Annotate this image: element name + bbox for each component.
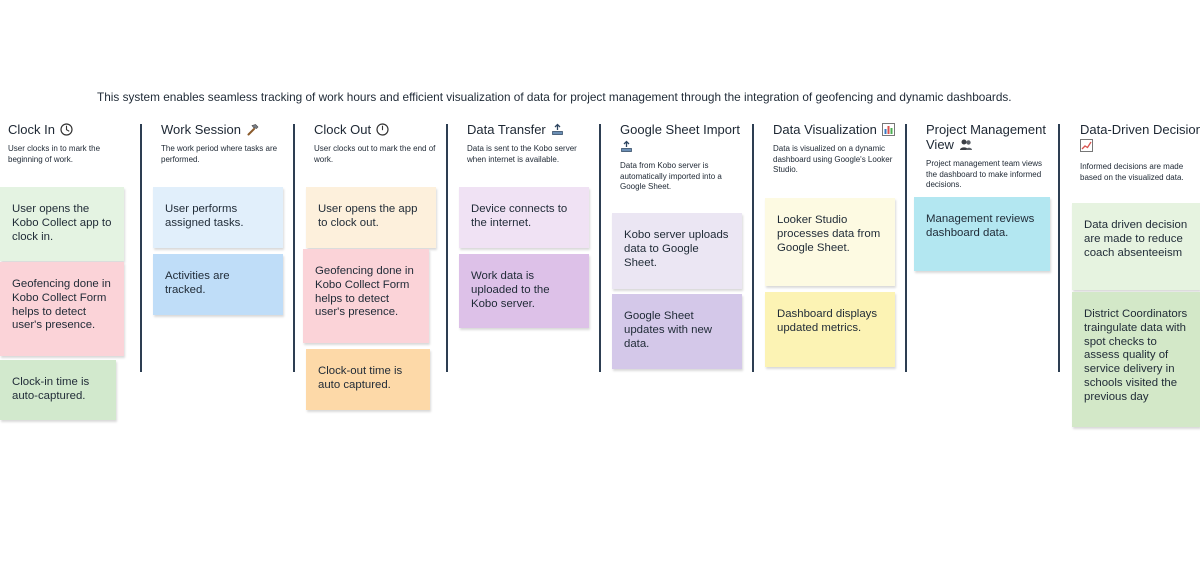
column-project-management-view: Project Management View Project manageme… <box>926 122 1054 191</box>
hammer-icon <box>246 123 259 139</box>
bar-chart-icon <box>881 123 895 139</box>
column-divider <box>599 124 601 372</box>
sticky-note: Work data is uploaded to the Kobo server… <box>459 254 589 328</box>
column-description: Data from Kobo server is automatically i… <box>620 161 722 191</box>
column-data-visualization: Data Visualization Data is visualized on… <box>773 122 901 176</box>
sticky-note: Data driven decision are made to reduce … <box>1072 203 1200 290</box>
trend-chart-icon <box>1080 139 1200 157</box>
column-divider <box>1058 124 1060 372</box>
column-data-driven-decisions: Data-Driven Decisions Informed decisions… <box>1080 122 1200 183</box>
column-description: User clocks out to mark the end of work. <box>314 144 436 164</box>
column-divider <box>752 124 754 372</box>
people-icon <box>959 138 973 154</box>
sticky-note: Looker Studio processes data from Google… <box>765 198 895 286</box>
upload-tray-icon <box>620 140 633 156</box>
sticky-note: Clock-in time is auto-captured. <box>0 360 116 420</box>
sticky-note: Kobo server uploads data to Google Sheet… <box>612 213 742 289</box>
sticky-note: Management reviews dashboard data. <box>914 197 1050 271</box>
sticky-note: User opens the app to clock out. <box>306 187 436 248</box>
sticky-note: Device connects to the internet. <box>459 187 589 248</box>
sticky-note: District Coordinators traingulate data w… <box>1072 292 1200 427</box>
column-title: Data Transfer <box>467 122 546 137</box>
column-title: Clock In <box>8 122 55 137</box>
column-title: Data Visualization <box>773 122 877 137</box>
column-divider <box>293 124 295 372</box>
column-clock-out: Clock Out User clocks out to mark the en… <box>314 122 442 165</box>
column-data-transfer: Data Transfer Data is sent to the Kobo s… <box>467 122 595 165</box>
column-divider <box>446 124 448 372</box>
sticky-note: Dashboard displays updated metrics. <box>765 292 895 367</box>
column-work-session: Work Session The work period where tasks… <box>161 122 289 165</box>
column-divider <box>905 124 907 372</box>
column-clock-in: Clock In User clocks in to mark the begi… <box>8 122 136 165</box>
column-title: Work Session <box>161 122 241 137</box>
column-title: Project Management View <box>926 122 1046 152</box>
sticky-note: Clock-out time is auto captured. <box>306 349 430 410</box>
column-google-sheet-import: Google Sheet Import Data from Kobo serve… <box>620 122 748 193</box>
sticky-note: Geofencing done in Kobo Collect Form hel… <box>303 249 429 343</box>
sticky-note: Google Sheet updates with new data. <box>612 294 742 369</box>
column-title: Clock Out <box>314 122 372 137</box>
sticky-note: User performs assigned tasks. <box>153 187 283 248</box>
column-description: Data is sent to the Kobo server when int… <box>467 144 577 164</box>
sticky-note: Geofencing done in Kobo Collect Form hel… <box>0 262 124 356</box>
column-description: Data is visualized on a dynamic dashboar… <box>773 144 893 174</box>
column-title: Data-Driven Decisions <box>1080 122 1200 137</box>
column-description: Informed decisions are made based on the… <box>1080 162 1184 182</box>
clock-icon <box>376 123 389 139</box>
intro-text: This system enables seamless tracking of… <box>97 90 1012 104</box>
column-description: The work period where tasks are performe… <box>161 144 278 164</box>
column-title: Google Sheet Import <box>620 122 740 137</box>
sticky-note: Activities are tracked. <box>153 254 283 315</box>
column-description: Project management team views the dashbo… <box>926 159 1043 189</box>
clock-icon <box>60 123 73 139</box>
column-divider <box>140 124 142 372</box>
upload-tray-icon <box>551 123 564 139</box>
column-description: User clocks in to mark the beginning of … <box>8 144 101 164</box>
sticky-note: User opens the Kobo Collect app to clock… <box>0 187 124 261</box>
